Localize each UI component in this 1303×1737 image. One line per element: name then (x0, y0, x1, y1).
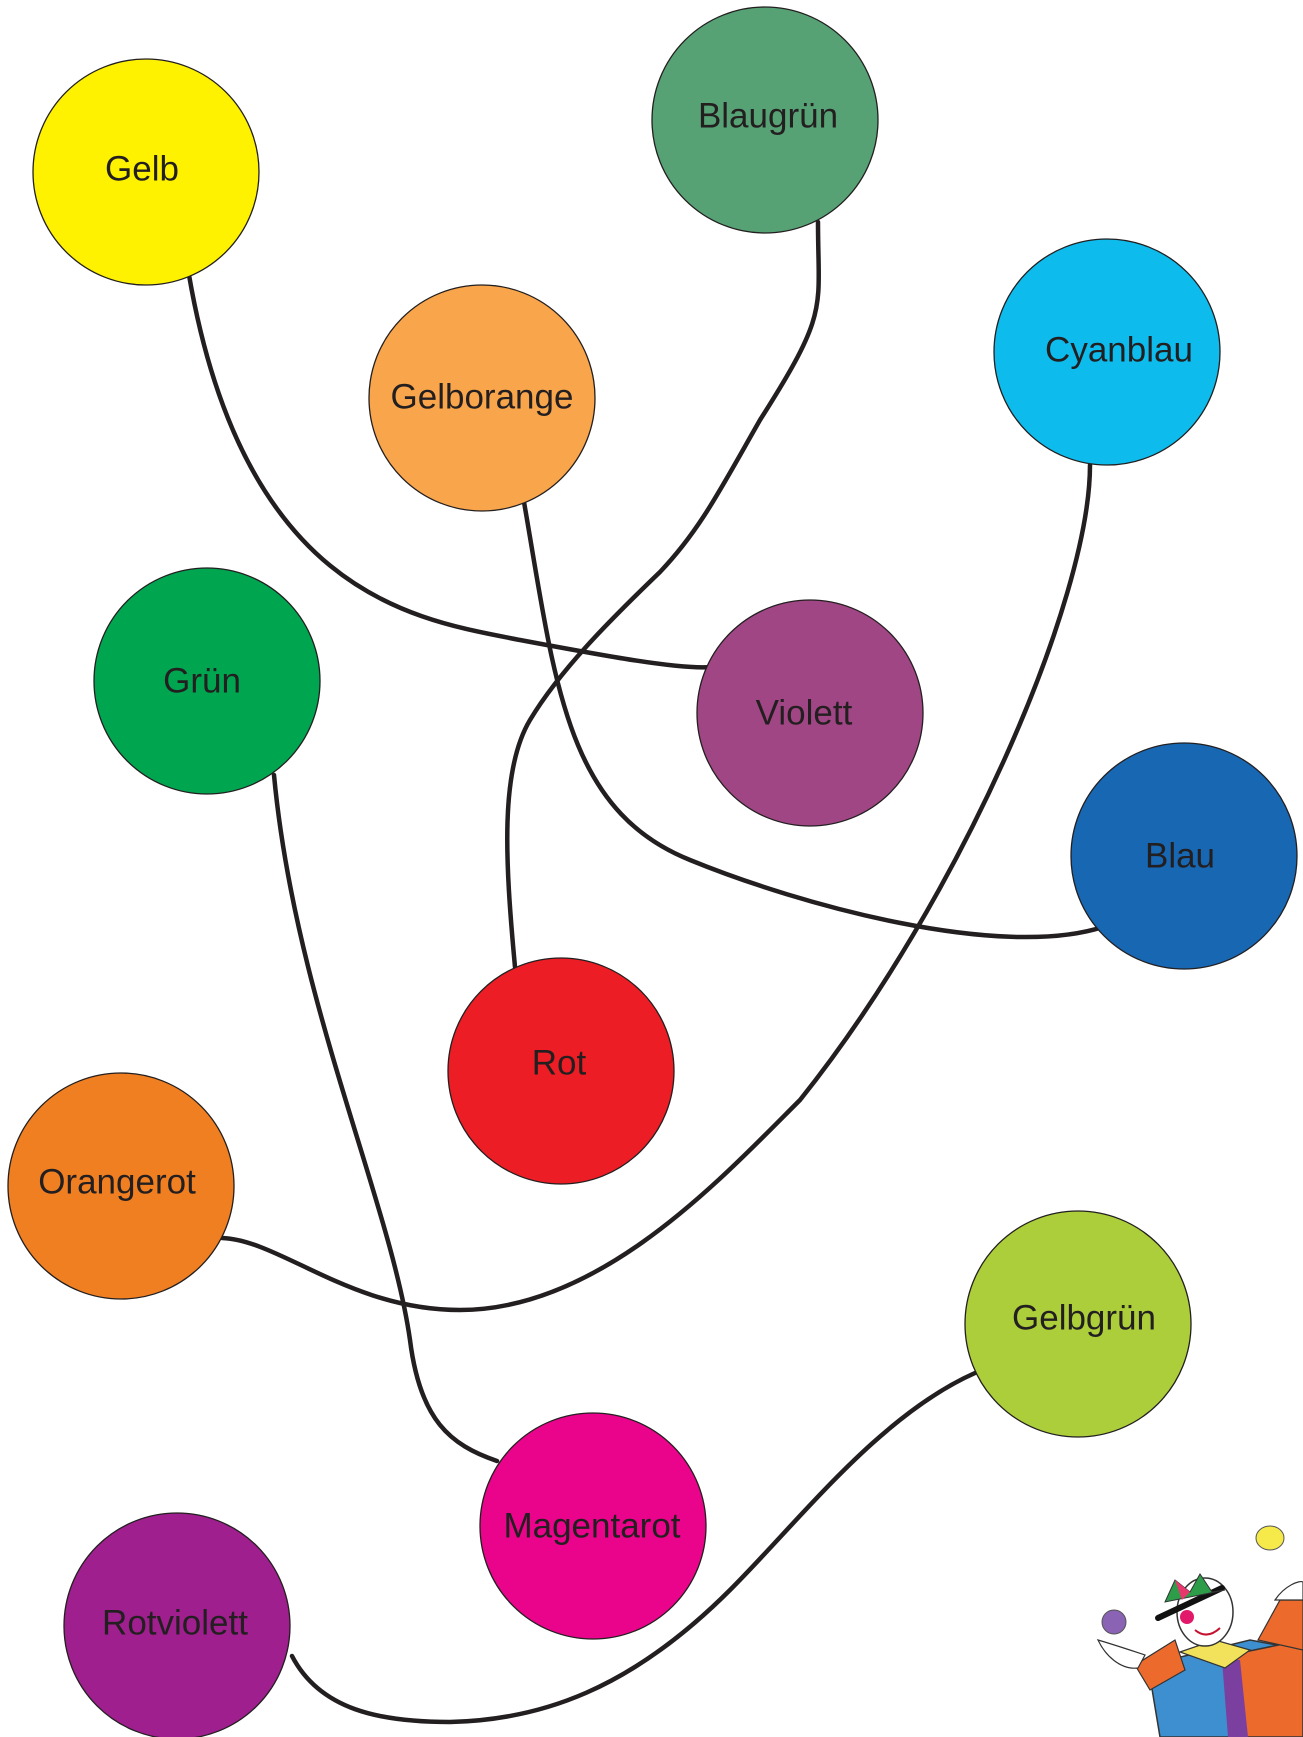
circle-label: Grün (163, 662, 241, 701)
circle-fill (447, 957, 675, 1185)
circle-fill (368, 284, 596, 512)
color-circle-gelbgruen: Gelbgrün (964, 1210, 1192, 1438)
circle-label: Blaugrün (698, 97, 838, 136)
juggling-clown-icon (1096, 1525, 1303, 1737)
color-circle-gruen: Grün (93, 567, 321, 795)
circle-fill (964, 1210, 1192, 1438)
color-circle-cyanblau: Cyanblau (993, 238, 1221, 466)
circle-label: Orangerot (38, 1163, 196, 1202)
circle-fill (696, 599, 924, 827)
color-circle-blaugruen: Blaugrün (651, 6, 879, 234)
color-circle-gelborange: Gelborange (368, 284, 596, 512)
circle-label: Blau (1145, 837, 1215, 876)
circle-label: Gelb (105, 150, 179, 189)
circle-label: Gelbgrün (1012, 1299, 1156, 1338)
color-circle-magentarot: Magentarot (479, 1412, 707, 1640)
connector-cyanblau-orangerot (219, 462, 1093, 1313)
color-circle-violett: Violett (696, 599, 924, 827)
circle-fill (63, 1512, 291, 1737)
circle-fill (651, 6, 879, 234)
circle-fill (479, 1412, 707, 1640)
circle-label: Violett (756, 694, 853, 733)
circle-label: Gelborange (391, 378, 574, 417)
color-circle-gelb: Gelb (32, 58, 260, 286)
connector-gelbgruen-rotviolett (289, 1370, 978, 1725)
circle-label: Rotviolett (102, 1604, 248, 1643)
circle-fill (1070, 742, 1298, 970)
color-circle-orangerot: Orangerot (7, 1072, 235, 1300)
circle-label: Rot (532, 1044, 587, 1083)
connector-gelborange-blau (521, 499, 1106, 940)
circle-fill (32, 58, 260, 286)
circle-label: Magentarot (503, 1507, 680, 1546)
connector-gruen-magentarot (271, 772, 500, 1464)
circle-fill (993, 238, 1221, 466)
color-circle-rot: Rot (447, 957, 675, 1185)
circle-label: Cyanblau (1045, 331, 1193, 370)
color-circle-rotviolett: Rotviolett (63, 1512, 291, 1737)
circle-fill (7, 1072, 235, 1300)
connector-gelb-violett (186, 272, 715, 670)
color-circle-blau: Blau (1070, 742, 1298, 970)
connector-lines (186, 219, 1106, 1725)
circle-fill (93, 567, 321, 795)
connector-blaugruen-rot (505, 219, 822, 970)
